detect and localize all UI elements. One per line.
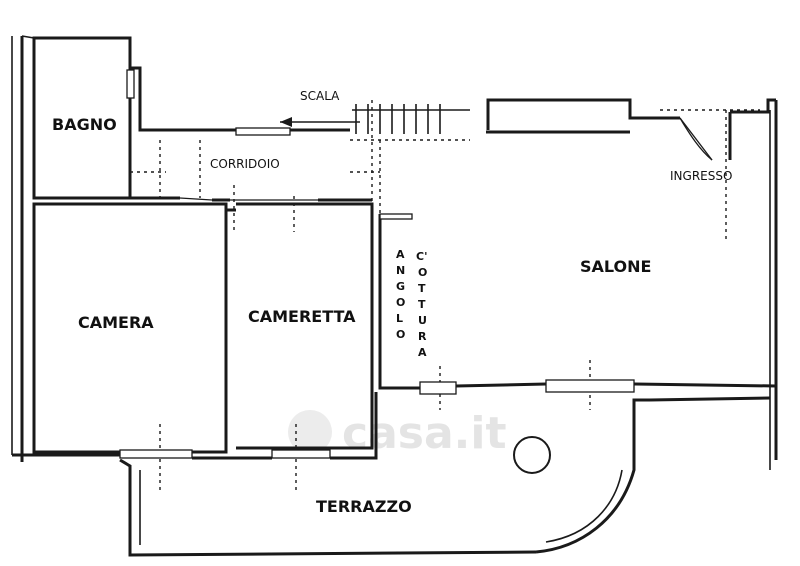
windows bbox=[119, 69, 635, 459]
cottura-letter: R bbox=[418, 330, 427, 343]
cottura-letter: A bbox=[418, 346, 427, 359]
angolo-letter: G bbox=[396, 280, 405, 293]
cottura-letter: U bbox=[418, 314, 427, 327]
watermark-text: casa.it bbox=[342, 408, 506, 459]
window-kitchen bbox=[419, 381, 457, 395]
label-angolo: A N G O L O bbox=[396, 248, 405, 341]
walls bbox=[11, 35, 778, 557]
label-salone: SALONE bbox=[580, 257, 651, 276]
angolo-letter: N bbox=[396, 264, 405, 277]
doors bbox=[179, 117, 713, 201]
watermark-logo-icon bbox=[288, 410, 332, 454]
label-camera: CAMERA bbox=[78, 313, 154, 332]
label-corridoio: CORRIDOIO bbox=[210, 157, 280, 171]
kitchen-vent bbox=[379, 213, 413, 220]
window-corridor bbox=[235, 127, 291, 136]
label-bagno: BAGNO bbox=[52, 115, 117, 134]
stair-treads bbox=[352, 104, 470, 134]
label-cottura: C' O T T U R A bbox=[416, 250, 427, 359]
window-bagno bbox=[126, 69, 135, 99]
label-scala: SCALA bbox=[300, 89, 340, 103]
window-cameretta bbox=[271, 449, 331, 459]
cottura-letter: T bbox=[418, 282, 426, 295]
room-labels: BAGNO SCALA CORRIDOIO INGRESSO SALONE CA… bbox=[52, 89, 732, 516]
window-camera bbox=[119, 449, 193, 459]
cottura-letter: O bbox=[418, 266, 427, 279]
angolo-letter: O bbox=[396, 328, 405, 341]
cottura-letter: C' bbox=[416, 250, 427, 263]
dashed-lines bbox=[130, 100, 760, 492]
angolo-letter: O bbox=[396, 296, 405, 309]
terrace-column bbox=[513, 436, 551, 474]
stair-arrow bbox=[280, 117, 360, 127]
window-salone bbox=[545, 379, 635, 393]
label-terrazzo: TERRAZZO bbox=[316, 497, 412, 516]
label-ingresso: INGRESSO bbox=[670, 169, 732, 183]
cottura-letter: T bbox=[418, 298, 426, 311]
angolo-letter: A bbox=[396, 248, 405, 261]
watermark: casa.it bbox=[288, 408, 506, 459]
angolo-letter: L bbox=[396, 312, 403, 325]
label-cameretta: CAMERETTA bbox=[248, 307, 356, 326]
